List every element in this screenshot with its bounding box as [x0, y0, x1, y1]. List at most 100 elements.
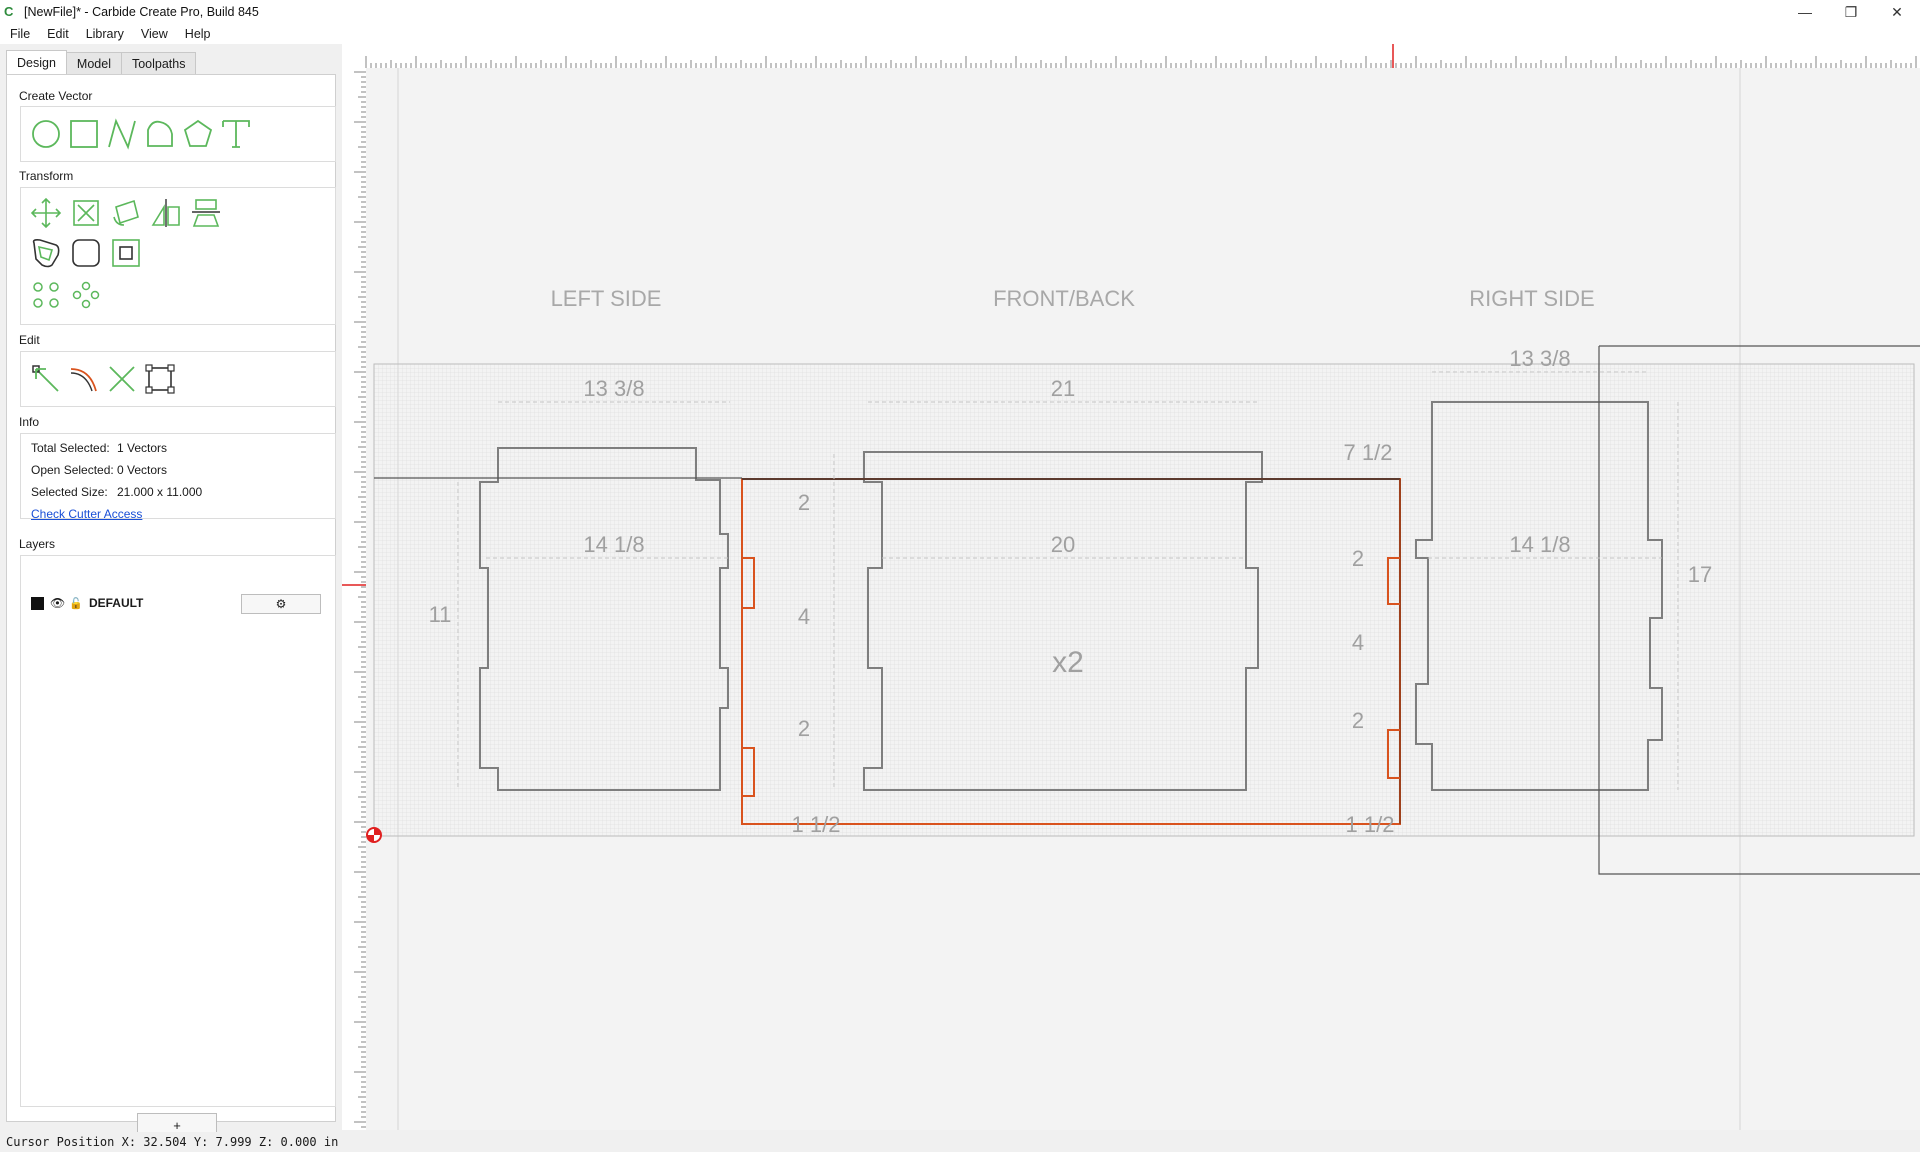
left-side-part[interactable]	[479, 447, 729, 791]
eye-icon[interactable]: 👁	[50, 596, 66, 610]
offset-tool[interactable]	[29, 236, 63, 270]
polygon-icon	[183, 119, 213, 147]
node-edit-icon	[32, 365, 59, 392]
layer-color-swatch[interactable]	[31, 596, 44, 610]
scale-tool[interactable]	[69, 196, 103, 230]
menu-edit[interactable]: Edit	[47, 27, 69, 41]
layer-row[interactable]: 👁 🔓 DEFAULT ⚙	[31, 594, 331, 614]
scale-icon	[73, 200, 99, 226]
bounding-box-icon	[145, 364, 175, 394]
polyline-icon	[108, 118, 136, 150]
window-title: [NewFile]* - Carbide Create Pro, Build 8…	[24, 5, 259, 19]
trim-icon	[109, 366, 135, 392]
boolean-tool[interactable]	[109, 236, 143, 270]
pattern-tool[interactable]	[69, 278, 103, 312]
status-bar: Cursor Position X: 32.504 Y: 7.999 Z: 0.…	[0, 1132, 1920, 1152]
move-tool[interactable]	[29, 196, 63, 230]
minimize-button[interactable]: —	[1798, 4, 1812, 20]
heading-right-side: RIGHT SIDE	[1469, 286, 1595, 311]
dim-left-tab-top: 2	[798, 490, 810, 515]
node-edit-tool[interactable]	[29, 362, 63, 396]
front-back-part[interactable]	[863, 451, 1263, 791]
circle-tool[interactable]	[29, 117, 63, 151]
dim-front-height: 7 1/2	[1344, 440, 1393, 465]
circular-array-tool[interactable]	[29, 278, 63, 312]
dim-right-inner: 14 1/8	[1509, 532, 1570, 557]
dim-left-width: 13 3/8	[583, 376, 644, 401]
left-panel: Design Model Toolpaths Create Vector	[0, 44, 338, 1137]
tab-design[interactable]: Design	[6, 50, 67, 74]
close-button[interactable]: ✕	[1891, 3, 1903, 20]
app-logo-icon: C	[4, 4, 14, 19]
gear-icon: ⚙	[275, 597, 287, 611]
dim-right-height: 17	[1688, 562, 1712, 587]
rectangle-icon	[70, 120, 98, 148]
tab-toolpaths[interactable]: Toolpaths	[120, 52, 197, 74]
rotate-tool[interactable]	[109, 196, 143, 230]
ruler-left	[342, 68, 367, 1130]
design-panel: Create Vector Transform	[6, 74, 336, 1137]
dim-right-tab-top: 2	[1352, 546, 1364, 571]
trim-tool[interactable]	[105, 362, 139, 396]
check-cutter-access-link[interactable]: Check Cutter Access	[31, 507, 143, 521]
curve-edit-tool[interactable]	[67, 362, 101, 396]
dim-bottom-right: 1 1/2	[1346, 812, 1395, 837]
rotate-icon	[113, 199, 139, 226]
polyline-tool[interactable]	[105, 117, 139, 151]
text-tool[interactable]	[219, 117, 253, 151]
polygon-tool[interactable]	[181, 117, 215, 151]
align-icon	[192, 199, 220, 227]
dim-left-tab-bottom: 2	[798, 716, 810, 741]
menu-library[interactable]: Library	[85, 27, 124, 41]
ruler-left-ticks	[342, 71, 366, 1128]
dim-right-tab-bottom: 2	[1352, 708, 1364, 733]
tab-model[interactable]: Model	[65, 52, 122, 74]
menu-help[interactable]: Help	[184, 27, 211, 41]
plan-image[interactable]	[373, 363, 1915, 837]
layer-settings-button[interactable]: ⚙	[241, 594, 321, 614]
lock-icon[interactable]: 🔓	[69, 597, 83, 610]
dim-front-inner: 20	[1051, 532, 1075, 557]
curve-edit-icon	[70, 368, 97, 392]
tab-bar: Design Model Toolpaths	[6, 50, 197, 74]
fillet-tool[interactable]	[69, 236, 103, 270]
section-edit: Edit	[19, 333, 40, 347]
circular-array-icon	[33, 282, 59, 308]
dim-left-inner: 14 1/8	[583, 532, 644, 557]
fillet-icon	[72, 239, 100, 267]
edit-group	[20, 351, 336, 407]
quantity-label: x2	[1052, 646, 1084, 679]
boolean-icon	[112, 239, 140, 267]
info-selected-size: Selected Size:21.000 x 11.000	[31, 485, 203, 499]
layer-name: DEFAULT	[88, 596, 144, 610]
menu-file[interactable]: File	[10, 27, 31, 41]
offset-icon	[32, 239, 60, 268]
dim-bottom-left: 1 1/2	[792, 812, 841, 837]
dim-left-height: 11	[429, 602, 452, 627]
origin-marker[interactable]	[366, 827, 382, 843]
dimension-labels: 13 3/8 21 13 3/8 7 1/2 14 1/8 20 14 1/8 …	[429, 346, 1713, 837]
rectangle-tool[interactable]	[67, 117, 101, 151]
section-transform: Transform	[19, 169, 74, 183]
design-canvas[interactable]: LEFT SIDE FRONT/BACK RIGHT SIDE	[366, 68, 1920, 1130]
info-total-selected: Total Selected:1 Vectors	[31, 441, 168, 455]
mirror-icon	[151, 199, 180, 227]
align-tool[interactable]	[189, 196, 223, 230]
layers-list	[20, 555, 336, 1107]
move-icon	[30, 197, 62, 229]
curve-tool[interactable]	[143, 117, 177, 151]
dim-right-width: 13 3/8	[1509, 346, 1570, 371]
info-group	[20, 433, 336, 519]
ruler-top	[342, 44, 1920, 69]
info-open-selected: Open Selected:0 Vectors	[31, 463, 168, 477]
mirror-tool[interactable]	[149, 196, 183, 230]
bounding-box-tool[interactable]	[143, 362, 177, 396]
menu-view[interactable]: View	[140, 27, 168, 41]
heading-left-side: LEFT SIDE	[551, 286, 662, 311]
maximize-button[interactable]: ❐	[1844, 3, 1858, 20]
stock-outline	[1598, 345, 1920, 875]
circle-icon	[32, 120, 60, 148]
right-side-part[interactable]	[1415, 401, 1663, 791]
menu-bar: File Edit Library View Help	[0, 24, 1920, 44]
title-bar: C [NewFile]* - Carbide Create Pro, Build…	[0, 0, 1920, 24]
